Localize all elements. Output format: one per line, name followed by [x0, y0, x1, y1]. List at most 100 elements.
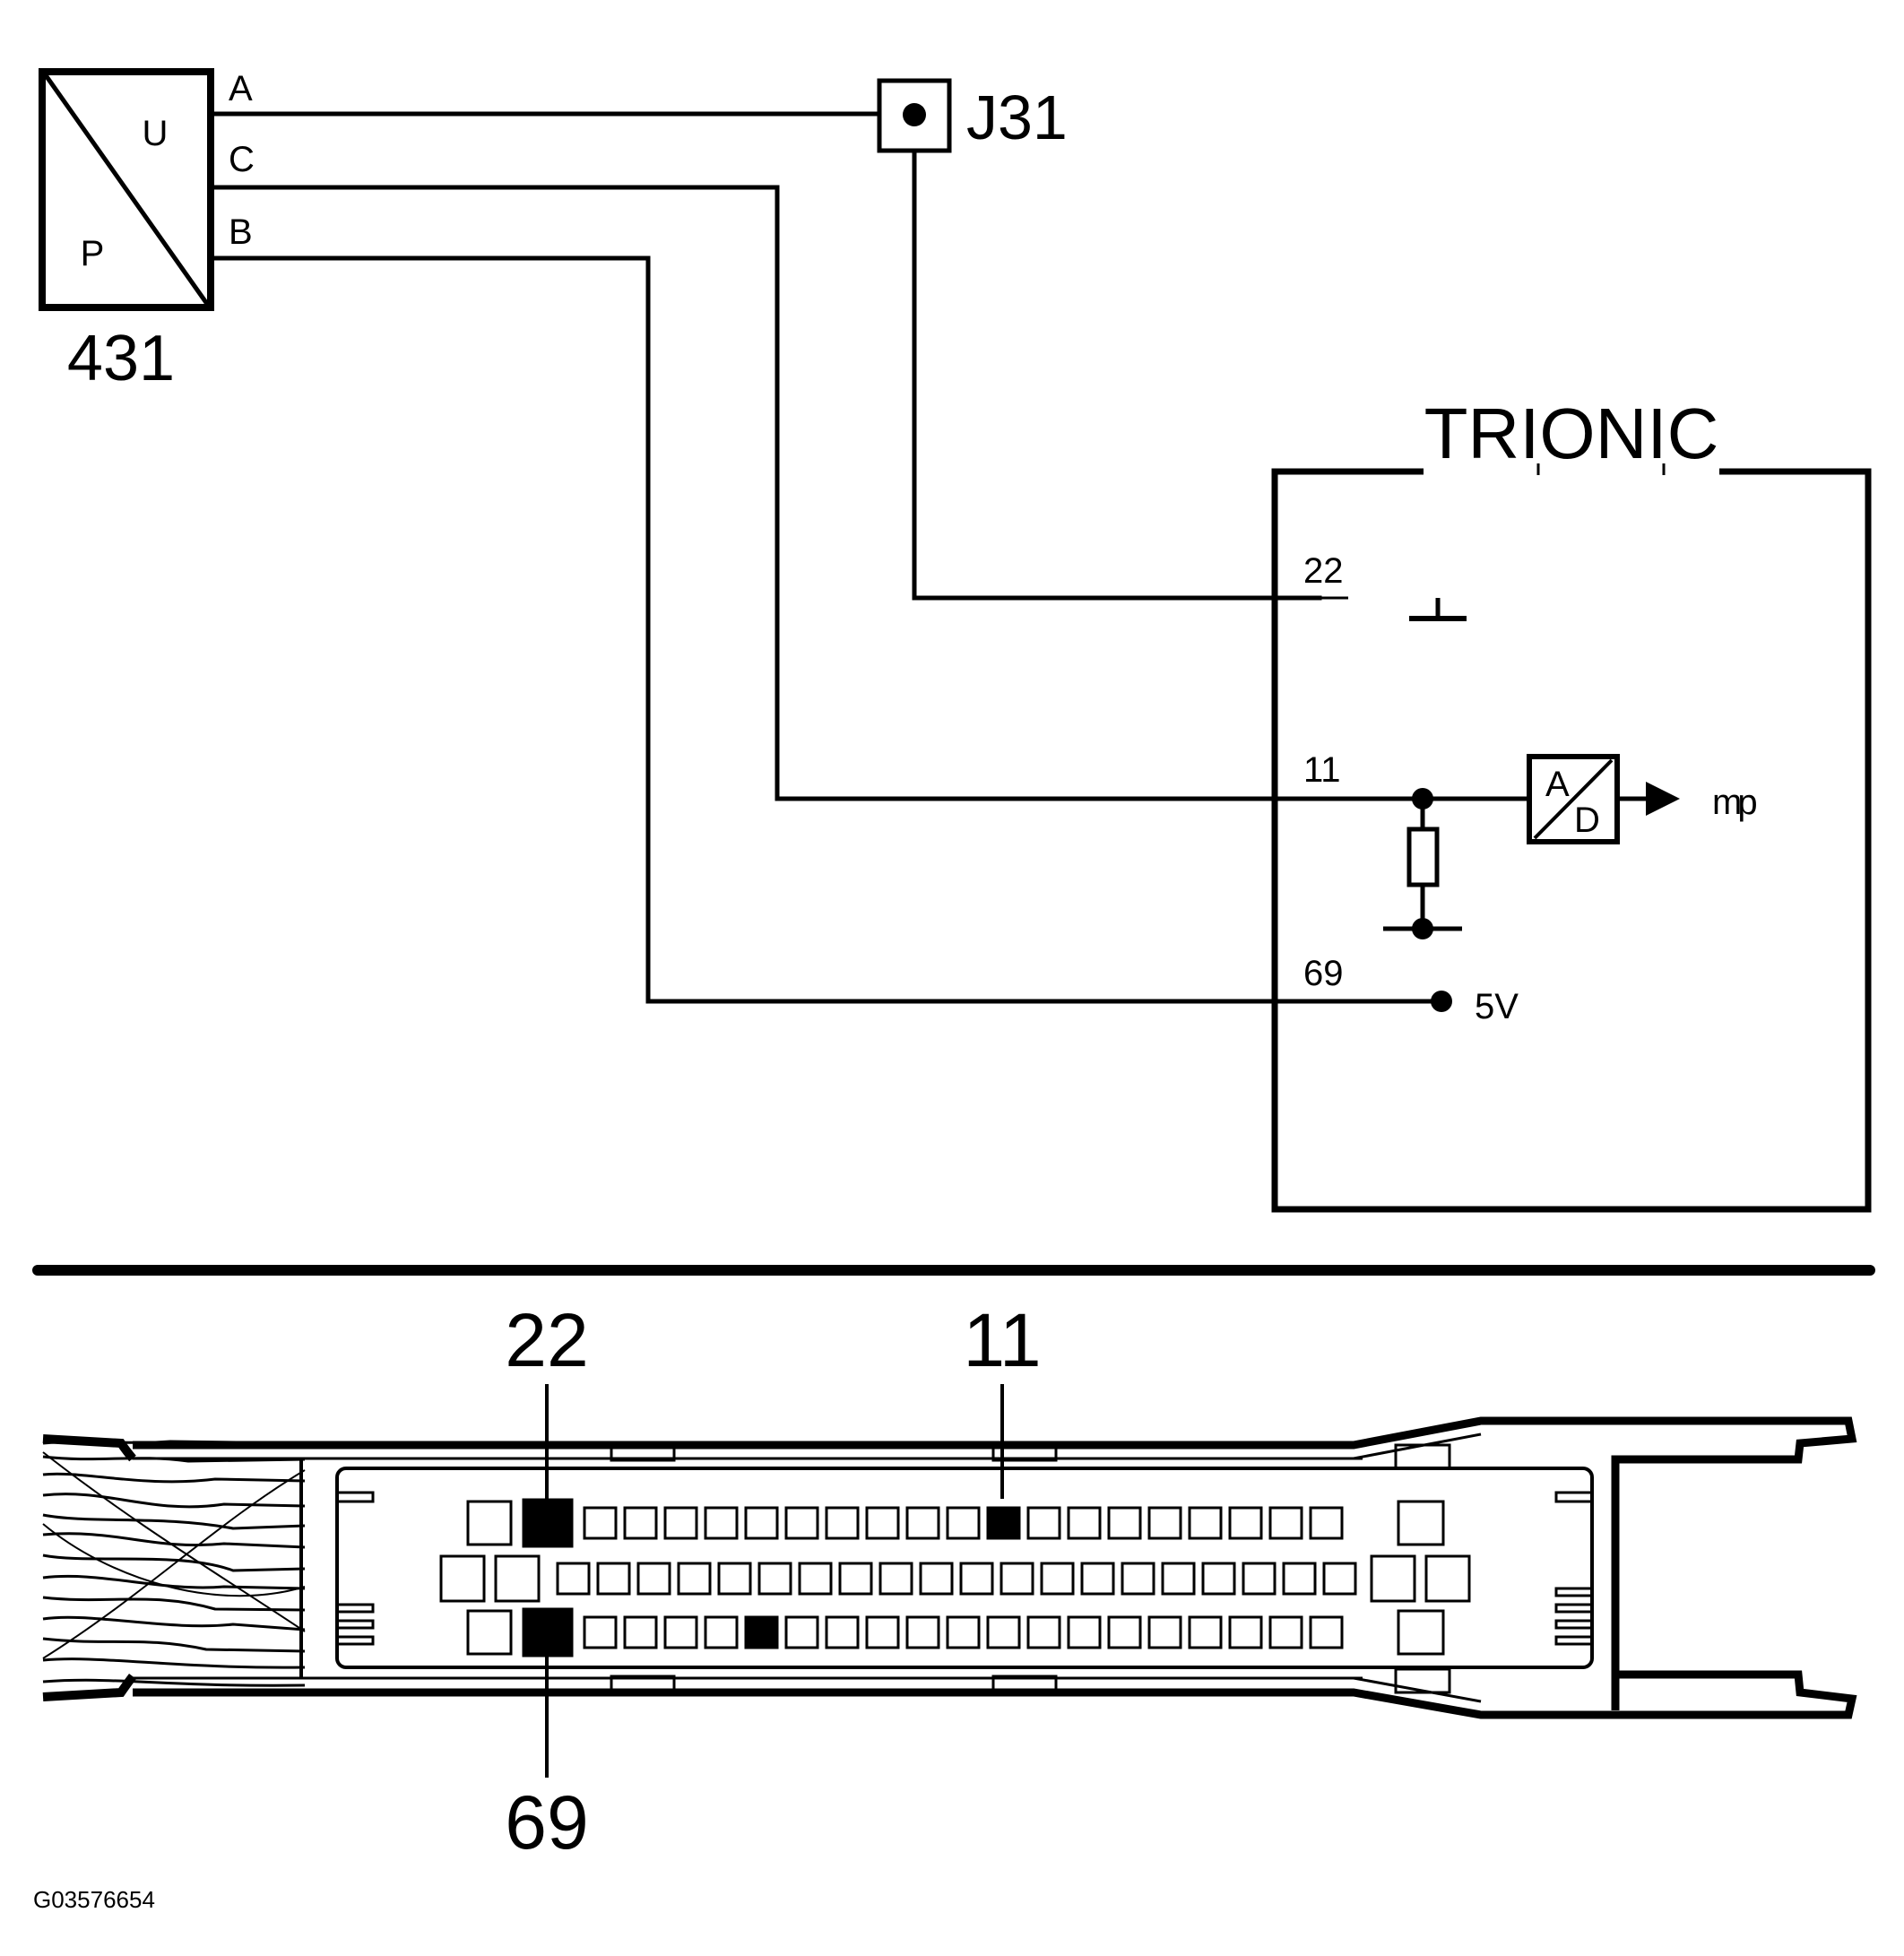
- pin-cavity: [522, 1498, 574, 1548]
- connector-housing-top: [133, 1416, 1857, 1710]
- pin-cavity: [838, 1562, 873, 1596]
- pin-cavity: [825, 1506, 860, 1540]
- wire-b-to-pin69: [208, 255, 1444, 1004]
- pin-cavity: [1268, 1615, 1303, 1649]
- wire-j31-to-pin22: [912, 111, 1322, 601]
- sensor-symbol-u: U: [143, 114, 169, 153]
- pin-cavity: [663, 1615, 698, 1649]
- pulldown-resistor: [1406, 827, 1440, 887]
- pin-cavity-large: [466, 1609, 513, 1656]
- pin-cavity: [583, 1506, 618, 1540]
- pin-cavity: [663, 1506, 698, 1540]
- pin-cavity: [1067, 1615, 1102, 1649]
- pin-cavity: [1309, 1615, 1344, 1649]
- pin-cavity-large: [1370, 1554, 1416, 1603]
- carrier-ribs-right: [1554, 1491, 1594, 1646]
- pin-cavity: [1188, 1506, 1223, 1540]
- pin-cavity: [986, 1615, 1021, 1649]
- pin-cavity: [757, 1562, 792, 1596]
- pin-cavity: [784, 1615, 819, 1649]
- junction-label: J31: [966, 82, 1068, 152]
- adc-label-a: A: [1545, 765, 1570, 804]
- wire-harness: [42, 1440, 306, 1687]
- junction-dot: [903, 103, 926, 126]
- pin-cavity: [878, 1562, 913, 1596]
- pin-cavity-large: [439, 1554, 486, 1603]
- sensor-pin-a-label: A: [229, 69, 253, 108]
- harness-outer-bottom: [42, 1674, 137, 1701]
- callout-label-11: 11: [963, 1298, 1041, 1382]
- pin-cavity-large: [1397, 1609, 1445, 1656]
- pin-cavity-large: [1424, 1554, 1471, 1603]
- pin-cavity: [1080, 1562, 1115, 1596]
- adc-output-label: mp: [1712, 783, 1756, 822]
- harness-outer-top: [42, 1434, 136, 1462]
- pin-cavity-large: [1397, 1500, 1445, 1546]
- pin-cavity: [1161, 1562, 1196, 1596]
- pin-cavity: [1026, 1615, 1061, 1649]
- pin-cavity: [596, 1562, 631, 1596]
- pin-cavity: [946, 1615, 981, 1649]
- sensor-pin-c-label: C: [229, 140, 255, 179]
- pin-cavity: [1282, 1562, 1317, 1596]
- pin-cavity-large: [494, 1554, 541, 1603]
- adc-output-arrow: [1646, 782, 1680, 816]
- wire-c-to-pin11: [208, 185, 1428, 801]
- callout-label-22: 22: [505, 1298, 588, 1382]
- pin-cavity: [1228, 1615, 1263, 1649]
- supply-voltage-label: 5V: [1475, 987, 1519, 1026]
- pin-cavity: [1121, 1562, 1155, 1596]
- pin-cavity: [986, 1506, 1021, 1540]
- pin-cavity: [1309, 1506, 1344, 1540]
- pin-cavity: [1188, 1615, 1223, 1649]
- pin-cavity: [1147, 1506, 1182, 1540]
- pin-cavity: [1201, 1562, 1236, 1596]
- pin-cavity: [677, 1562, 712, 1596]
- pin-cavity: [636, 1562, 671, 1596]
- callout-label-69: 69: [505, 1780, 588, 1865]
- pin-cavity: [1040, 1562, 1075, 1596]
- pin-cavity: [865, 1506, 900, 1540]
- pin-cavity: [959, 1562, 994, 1596]
- ecu-title: TRIONIC: [1424, 394, 1719, 473]
- pin-cavity: [905, 1615, 940, 1649]
- adc-block: A D: [1527, 754, 1620, 844]
- pin-cavity: [1107, 1506, 1142, 1540]
- sensor-pin-b-label: B: [229, 212, 253, 252]
- sensor-symbol-p: P: [81, 234, 105, 273]
- pin-cavity: [1268, 1506, 1303, 1540]
- junction-j31: J31: [877, 78, 1068, 153]
- pin-cavity: [583, 1615, 618, 1649]
- pin-cavity: [704, 1615, 739, 1649]
- schematic: U P 431 A C B J31 TRIONIC 22: [39, 68, 1872, 1213]
- connector-view: 22 11 69: [42, 1298, 1857, 1865]
- pin-cavity: [798, 1562, 833, 1596]
- pin-cavity: [623, 1615, 658, 1649]
- pin-cavity: [905, 1506, 940, 1540]
- housing-taper-inner-bottom: [1353, 1676, 1482, 1703]
- pin-cavity: [704, 1506, 739, 1540]
- pin-cavity: [1242, 1562, 1277, 1596]
- pin-cavity: [744, 1615, 779, 1649]
- adc-diagonal: [1533, 758, 1614, 840]
- pin-cavity: [1322, 1562, 1357, 1596]
- pin-cavity: [919, 1562, 954, 1596]
- pin-cavity: [865, 1615, 900, 1649]
- ecu-pin-69-label: 69: [1303, 954, 1344, 993]
- pin-cavity: [1000, 1562, 1034, 1596]
- carrier-ribs-left: [335, 1491, 375, 1646]
- sensor-diagonal: [43, 74, 210, 306]
- pin-grid: [439, 1498, 1471, 1657]
- pin-cavity: [784, 1506, 819, 1540]
- pin-cavity: [825, 1615, 860, 1649]
- connector-housing-bottom: [133, 1670, 1857, 1719]
- pin-cavity: [1228, 1506, 1263, 1540]
- ecu-title-gap: [1424, 462, 1719, 480]
- pin-cavity: [1107, 1615, 1142, 1649]
- image-code: G03576654: [33, 1886, 155, 1913]
- pin-cavity: [556, 1562, 591, 1596]
- ecu-pin-22-label: 22: [1303, 551, 1344, 591]
- pin-cavity: [744, 1506, 779, 1540]
- pin-cavity: [1147, 1615, 1182, 1649]
